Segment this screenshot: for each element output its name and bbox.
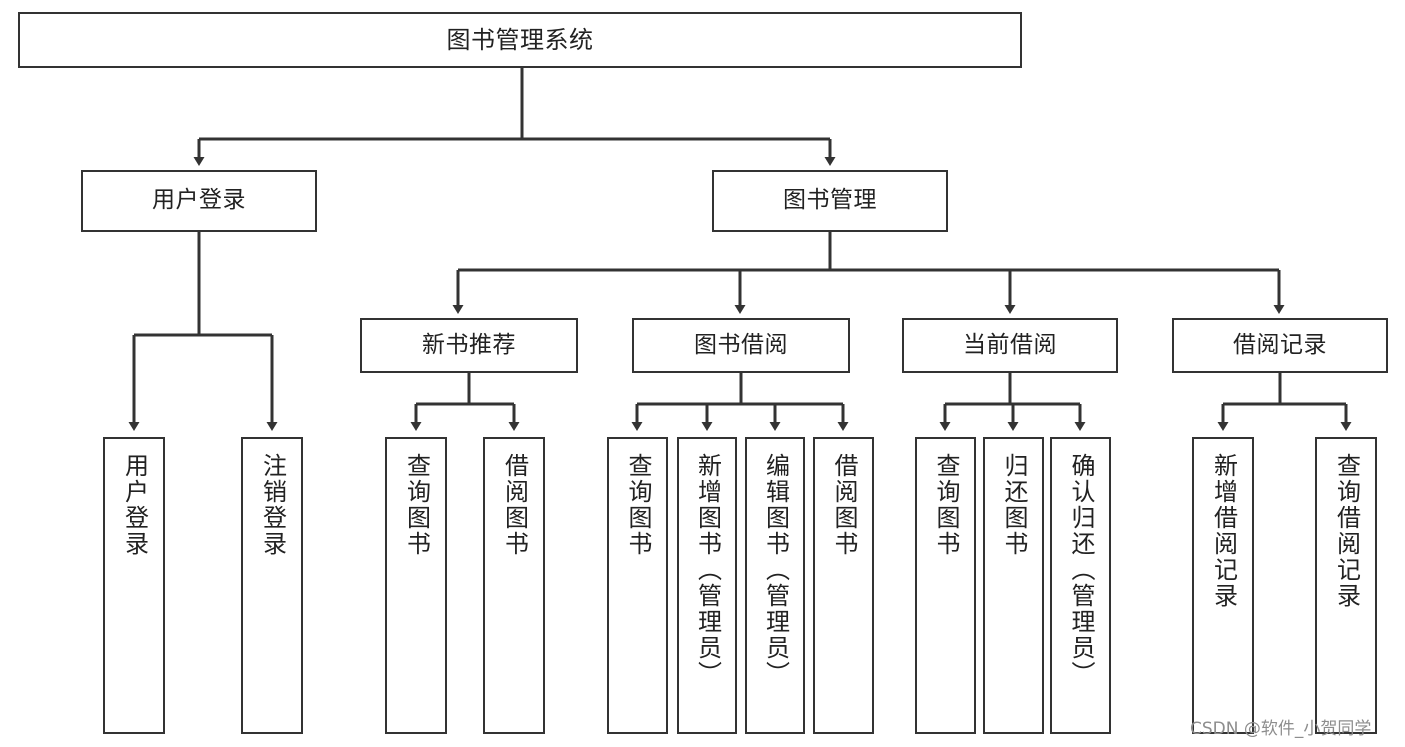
node-nbr-query-book[interactable]: 查询图书 bbox=[385, 437, 447, 734]
node-label: 查询图书 bbox=[623, 453, 652, 557]
node-cb-query-book[interactable]: 查询图书 bbox=[915, 437, 976, 734]
node-bb-query-book[interactable]: 查询图书 bbox=[607, 437, 668, 734]
node-label: 图书管理系统 bbox=[446, 25, 594, 54]
node-label: 用户登录 bbox=[152, 187, 246, 214]
node-current-borrow[interactable]: 当前借阅 bbox=[902, 318, 1118, 373]
node-label: 编辑图书（管理员） bbox=[761, 453, 790, 687]
node-user-login-do[interactable]: 用户登录 bbox=[103, 437, 165, 734]
node-cb-confirm-return[interactable]: 确认归还（管理员） bbox=[1050, 437, 1111, 734]
node-nbr-borrow-book[interactable]: 借阅图书 bbox=[483, 437, 545, 734]
node-label: 查询图书 bbox=[931, 453, 960, 557]
node-bb-edit-book[interactable]: 编辑图书（管理员） bbox=[745, 437, 805, 734]
node-label: 新增借阅记录 bbox=[1209, 453, 1238, 609]
node-label: 确认归还（管理员） bbox=[1066, 453, 1095, 687]
node-label: 注销登录 bbox=[258, 453, 287, 557]
node-borrow-record[interactable]: 借阅记录 bbox=[1172, 318, 1388, 373]
node-label: 查询图书 bbox=[402, 453, 431, 557]
node-label: 归还图书 bbox=[999, 453, 1028, 557]
node-label: 借阅记录 bbox=[1233, 331, 1327, 358]
node-label: 图书借阅 bbox=[694, 331, 788, 358]
node-label: 新增图书（管理员） bbox=[693, 453, 722, 687]
node-root-system[interactable]: 图书管理系统 bbox=[18, 12, 1022, 68]
node-user-logout[interactable]: 注销登录 bbox=[241, 437, 303, 734]
node-user-login[interactable]: 用户登录 bbox=[81, 170, 317, 232]
node-br-add-record[interactable]: 新增借阅记录 bbox=[1192, 437, 1254, 734]
node-br-query-record[interactable]: 查询借阅记录 bbox=[1315, 437, 1377, 734]
node-label: 图书管理 bbox=[783, 187, 877, 214]
node-label: 用户登录 bbox=[120, 453, 149, 557]
node-bb-borrow-book[interactable]: 借阅图书 bbox=[813, 437, 874, 734]
node-bb-add-book[interactable]: 新增图书（管理员） bbox=[677, 437, 737, 734]
node-new-book-recommend[interactable]: 新书推荐 bbox=[360, 318, 578, 373]
node-label: 查询借阅记录 bbox=[1332, 453, 1361, 609]
watermark-text: CSDN @软件_小贺同学 bbox=[1190, 719, 1372, 739]
node-book-manage[interactable]: 图书管理 bbox=[712, 170, 948, 232]
node-label: 借阅图书 bbox=[500, 453, 529, 557]
node-label: 当前借阅 bbox=[963, 331, 1057, 358]
node-label: 借阅图书 bbox=[829, 453, 858, 557]
node-label: 新书推荐 bbox=[422, 331, 516, 358]
node-book-borrow[interactable]: 图书借阅 bbox=[632, 318, 850, 373]
node-cb-return-book[interactable]: 归还图书 bbox=[983, 437, 1044, 734]
